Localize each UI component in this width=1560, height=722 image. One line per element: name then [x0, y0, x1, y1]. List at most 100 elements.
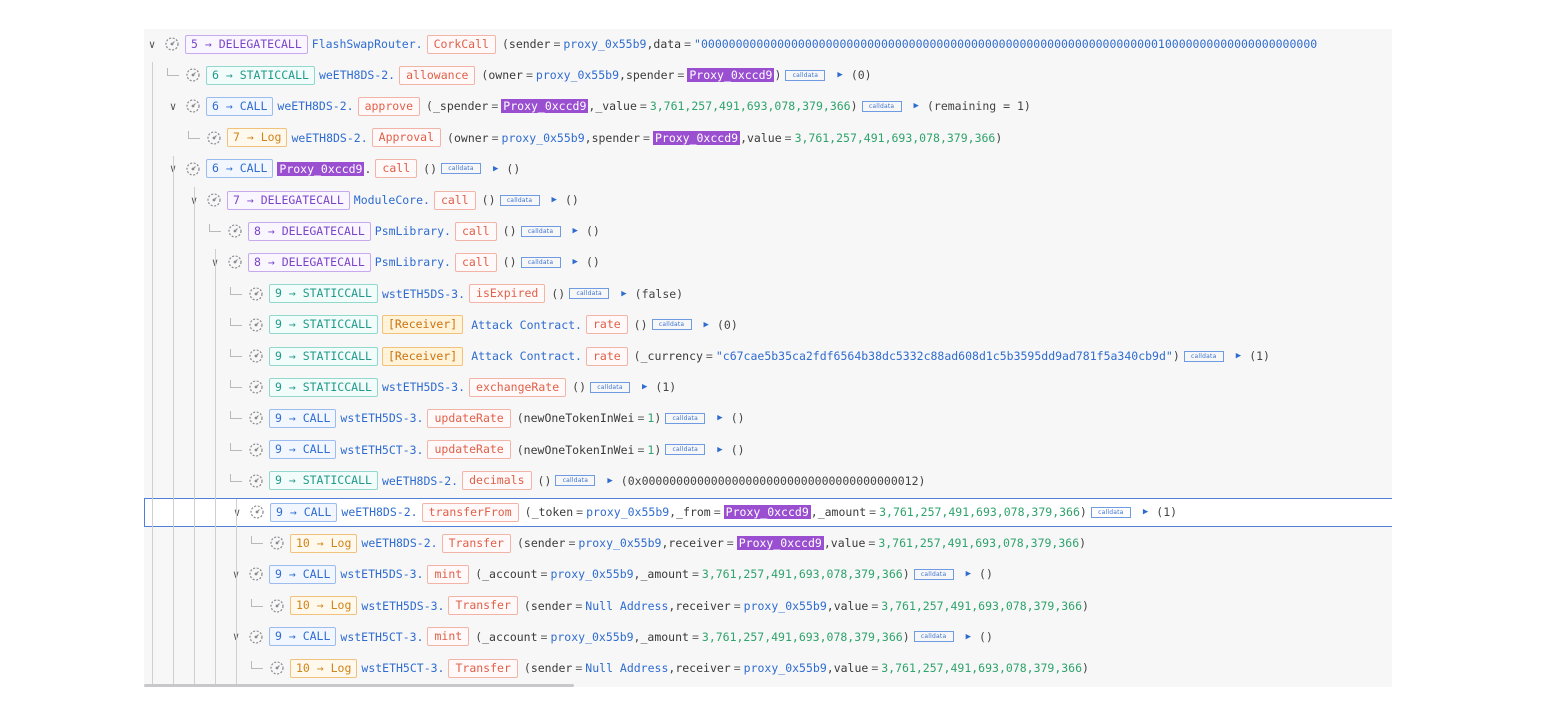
contract-name[interactable]: weETH8DS-2. [381, 473, 459, 488]
contract-name[interactable]: weETH8DS-2. [291, 130, 368, 145]
function-name[interactable]: call [454, 221, 497, 241]
param-value[interactable]: Proxy_0xccd9 [652, 130, 741, 145]
play-triangle-icon[interactable]: ▶ [837, 70, 843, 81]
gas-dial-icon[interactable] [248, 442, 264, 458]
gas-dial-icon[interactable] [206, 192, 222, 208]
function-name[interactable]: transferFrom [421, 502, 519, 522]
play-triangle-icon[interactable]: ▶ [572, 226, 578, 237]
play-triangle-icon[interactable]: ▶ [572, 257, 578, 268]
trace-row[interactable]: 9 → STATICCALL[Receiver]Attack Contract.… [144, 312, 1392, 338]
param-value[interactable]: Proxy_0xccd9 [723, 505, 811, 519]
contract-name[interactable]: weETH8DS-2. [341, 505, 418, 519]
param-value[interactable]: proxy_0x55b9 [535, 68, 620, 83]
contract-name[interactable]: weETH8DS-2. [277, 99, 354, 114]
contract-name[interactable]: FlashSwapRouter. [311, 37, 423, 51]
contract-name[interactable]: wstETH5DS-3. [361, 598, 445, 613]
gas-dial-icon[interactable] [248, 317, 264, 333]
contract-name[interactable]: wstETH5DS-3. [381, 380, 466, 395]
function-name[interactable]: call [375, 159, 418, 179]
gas-dial-icon[interactable] [185, 161, 201, 177]
param-value[interactable]: Proxy_0xccd9 [687, 68, 775, 83]
gas-dial-icon[interactable] [164, 36, 180, 52]
param-value[interactable]: proxy_0x55b9 [501, 130, 585, 145]
gas-dial-icon[interactable] [248, 566, 264, 582]
contract-name[interactable]: Attack Contract. [471, 317, 582, 332]
param-value[interactable]: proxy_0x55b9 [743, 661, 827, 675]
play-triangle-icon[interactable]: ▶ [965, 631, 972, 642]
contract-name[interactable]: PsmLibrary. [374, 224, 451, 239]
contract-name[interactable]: wstETH5CT-3. [361, 661, 445, 675]
gas-dial-icon[interactable] [248, 629, 264, 645]
calldata-tag-icon[interactable]: calldata [569, 288, 610, 300]
gas-dial-icon[interactable] [248, 286, 264, 302]
function-name[interactable]: Transfer [448, 658, 518, 678]
play-triangle-icon[interactable]: ▶ [621, 288, 627, 299]
function-name[interactable]: mint [427, 627, 470, 647]
calldata-tag-icon[interactable]: calldata [555, 475, 596, 487]
calldata-tag-icon[interactable]: calldata [590, 381, 630, 393]
gas-dial-icon[interactable] [248, 410, 264, 426]
gas-dial-icon[interactable] [185, 98, 201, 114]
function-name[interactable]: Transfer [448, 596, 518, 616]
calldata-tag-icon[interactable]: calldata [913, 568, 954, 580]
contract-name[interactable]: ModuleCore. [353, 193, 430, 207]
play-triangle-icon[interactable]: ▶ [493, 163, 499, 174]
param-value[interactable]: proxy_0x55b9 [743, 598, 827, 613]
play-triangle-icon[interactable]: ▶ [607, 475, 613, 486]
calldata-tag-icon[interactable]: calldata [520, 256, 561, 268]
contract-name[interactable]: PsmLibrary. [374, 255, 451, 270]
function-name[interactable]: updateRate [427, 408, 511, 428]
calldata-tag-icon[interactable]: calldata [665, 444, 706, 456]
function-name[interactable]: decimals [462, 471, 532, 491]
function-name[interactable]: Approval [371, 128, 442, 148]
chevron-down-icon[interactable]: ∨ [233, 505, 241, 519]
gas-dial-icon[interactable] [227, 254, 243, 270]
gas-dial-icon[interactable] [249, 504, 265, 520]
function-name[interactable]: Transfer [441, 533, 511, 553]
param-value[interactable]: proxy_0x55b9 [550, 629, 634, 644]
contract-name[interactable]: wstETH5DS-3. [381, 286, 466, 301]
contract-name[interactable]: Attack Contract. [471, 349, 582, 363]
param-value[interactable]: proxy_0x55b9 [563, 37, 647, 51]
contract-name[interactable]: wstETH5CT-3. [340, 442, 424, 457]
calldata-tag-icon[interactable]: calldata [651, 319, 692, 331]
calldata-tag-icon[interactable]: calldata [1183, 350, 1224, 362]
function-name[interactable]: isExpired [469, 284, 546, 304]
function-name[interactable]: call [433, 190, 476, 210]
param-value[interactable]: Proxy_0xccd9 [736, 536, 824, 551]
contract-name[interactable]: weETH8DS-2. [318, 68, 396, 83]
param-value[interactable]: Null Address [585, 661, 669, 675]
gas-dial-icon[interactable] [248, 379, 264, 395]
gas-dial-icon[interactable] [206, 130, 222, 146]
param-value[interactable]: proxy_0x55b9 [578, 536, 662, 551]
function-name[interactable]: call [454, 252, 497, 272]
calldata-tag-icon[interactable]: calldata [785, 69, 826, 81]
play-triangle-icon[interactable]: ▶ [717, 444, 723, 455]
param-value[interactable]: "000000000000000000000000000000000000000… [694, 37, 1318, 51]
param-value[interactable]: Proxy_0xccd9 [501, 99, 589, 114]
param-value[interactable]: "c67cae5b35ca2fdf6564b38dc5332c88ad608d1… [715, 349, 1173, 363]
trace-row[interactable]: 9 → STATICCALL[Receiver]Attack Contract.… [144, 343, 1392, 369]
play-triangle-icon[interactable]: ▶ [551, 195, 557, 205]
function-name[interactable]: approve [357, 96, 421, 116]
function-name[interactable]: rate [585, 315, 628, 335]
play-triangle-icon[interactable]: ▶ [1235, 351, 1242, 361]
function-name[interactable]: updateRate [427, 440, 511, 460]
calldata-tag-icon[interactable]: calldata [1090, 506, 1131, 518]
gas-dial-icon[interactable] [269, 660, 285, 676]
param-value[interactable]: proxy_0x55b9 [550, 567, 634, 582]
calldata-tag-icon[interactable]: calldata [441, 163, 481, 175]
